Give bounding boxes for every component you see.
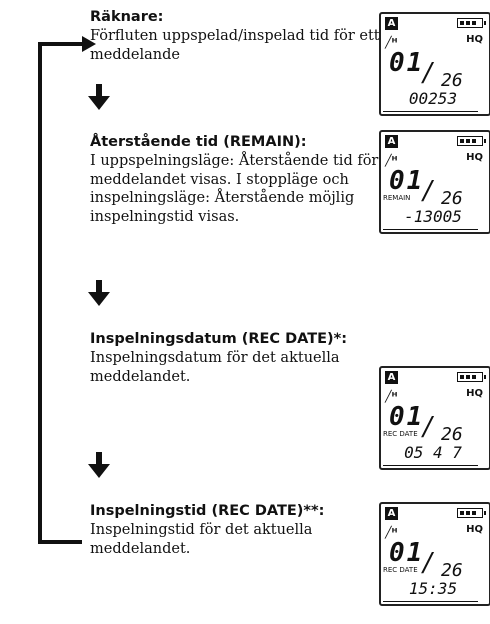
section-heading: Återstående tid (REMAIN): xyxy=(90,134,307,150)
lcd-label: REMAIN xyxy=(383,194,411,202)
microphone-icon: ╱ᴴ xyxy=(385,36,398,49)
down-arrow-icon xyxy=(88,452,110,478)
battery-icon xyxy=(457,372,486,382)
lcd-display: A ╱ᴴ HQ 01 / 26 REMAIN -13005 xyxy=(379,130,490,234)
section-heading: Inspelningstid (REC DATE)**: xyxy=(90,503,325,519)
separator: / xyxy=(423,176,432,206)
quality-indicator: HQ xyxy=(466,34,483,45)
lcd-readout: 00253 xyxy=(408,89,458,108)
total-messages: 26 xyxy=(441,188,463,209)
microphone-icon: ╱ᴴ xyxy=(385,526,398,539)
separator: / xyxy=(423,58,432,88)
lcd-display: A ╱ᴴ HQ 01 / 26 00253 xyxy=(379,12,490,116)
section-body: I uppspelningsläge: Återstående tid för … xyxy=(90,153,379,225)
total-messages: 26 xyxy=(441,560,463,581)
down-arrow-icon xyxy=(88,84,110,110)
quality-indicator: HQ xyxy=(466,152,483,163)
quality-indicator: HQ xyxy=(466,388,483,399)
total-messages: 26 xyxy=(441,70,463,91)
section-remain: Återstående tid (REMAIN): I uppspelnings… xyxy=(90,133,390,226)
a-icon: A xyxy=(385,135,398,148)
battery-icon xyxy=(457,508,486,518)
lcd-display: A ╱ᴴ HQ 01 / 26 REC DATE 15:35 xyxy=(379,502,490,606)
section-rec-time: Inspelningstid (REC DATE)**: Inspelnings… xyxy=(90,502,390,558)
section-rec-date: Inspelningsdatum (REC DATE)*: Inspelning… xyxy=(90,330,390,386)
lcd-label: REC DATE xyxy=(383,430,418,438)
lcd-underline xyxy=(383,228,478,230)
lcd-readout: -13005 xyxy=(404,207,462,226)
battery-icon xyxy=(457,18,486,28)
down-arrow-icon xyxy=(88,280,110,306)
section-heading: Inspelningsdatum (REC DATE)*: xyxy=(90,331,348,347)
a-icon: A xyxy=(385,371,398,384)
loop-arrow-icon xyxy=(38,36,96,544)
section-counter: Räknare: Förfluten uppspelad/inspelad ti… xyxy=(90,8,390,64)
a-icon: A xyxy=(385,507,398,520)
separator: / xyxy=(423,412,432,442)
section-body: Inspelningsdatum för det aktuella meddel… xyxy=(90,350,340,385)
current-message: 01 xyxy=(389,48,425,78)
section-body: Inspelningstid för det aktuella meddelan… xyxy=(90,522,313,557)
quality-indicator: HQ xyxy=(466,524,483,535)
current-message: 01 xyxy=(389,166,425,196)
a-icon: A xyxy=(385,17,398,30)
lcd-underline xyxy=(383,600,478,602)
lcd-label: REC DATE xyxy=(383,566,418,574)
lcd-readout: 15:35 xyxy=(408,579,458,598)
section-heading: Räknare: xyxy=(90,9,164,25)
lcd-underline xyxy=(383,464,478,466)
lcd-display: A ╱ᴴ HQ 01 / 26 REC DATE 05 4 7 xyxy=(379,366,490,470)
current-message: 01 xyxy=(389,402,425,432)
section-body: Förfluten uppspelad/inspelad tid för ett… xyxy=(90,28,380,63)
lcd-underline xyxy=(383,110,478,112)
battery-icon xyxy=(457,136,486,146)
separator: / xyxy=(423,548,432,578)
microphone-icon: ╱ᴴ xyxy=(385,154,398,167)
total-messages: 26 xyxy=(441,424,463,445)
lcd-readout: 05 4 7 xyxy=(404,443,462,462)
microphone-icon: ╱ᴴ xyxy=(385,390,398,403)
current-message: 01 xyxy=(389,538,425,568)
